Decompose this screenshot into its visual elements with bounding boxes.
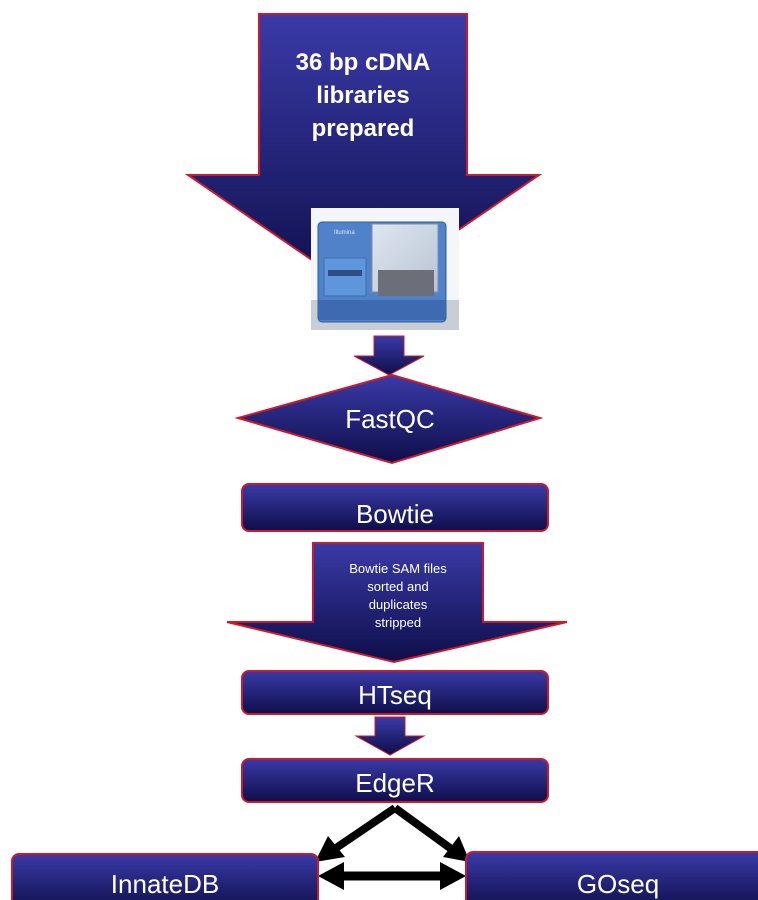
sequencer-image: Illumina [311, 208, 459, 330]
sam-line-2: sorted and [367, 579, 428, 594]
library-prep-line-3: prepared [312, 115, 415, 142]
goseq-label: GOseq [577, 869, 659, 899]
fastqc-label: FastQC [345, 404, 435, 434]
arrow-to-edger [354, 716, 426, 756]
goseq-step: GOseq [465, 851, 758, 900]
arrowhead-right [443, 836, 470, 862]
arrow-to-fastqc [353, 335, 425, 376]
library-prep-line-1: 36 bp cDNA [296, 49, 431, 76]
edger-label: EdgeR [355, 768, 435, 798]
htseq-label: HTseq [358, 680, 432, 710]
bowtie-step: Bowtie [241, 483, 549, 532]
innatedb-label: InnateDB [111, 869, 219, 899]
sam-line-3: duplicates [369, 597, 428, 612]
sam-line-1: Bowtie SAM files [349, 561, 447, 576]
innatedb-step: InnateDB [11, 853, 319, 900]
library-prep-line-2: libraries [316, 82, 409, 109]
sam-processing-arrow: Bowtie SAM files sorted and duplicates s… [226, 542, 568, 664]
edger-step: EdgeR [241, 758, 549, 803]
arrowhead-left [315, 836, 345, 862]
bowtie-label: Bowtie [356, 499, 434, 529]
branch-arrows [315, 804, 470, 862]
htseq-step: HTseq [241, 670, 549, 715]
sam-line-4: stripped [375, 615, 421, 630]
fastqc-step: FastQC [234, 373, 544, 465]
sequencer-logo: Illumina [334, 230, 355, 236]
double-arrow [318, 862, 466, 890]
